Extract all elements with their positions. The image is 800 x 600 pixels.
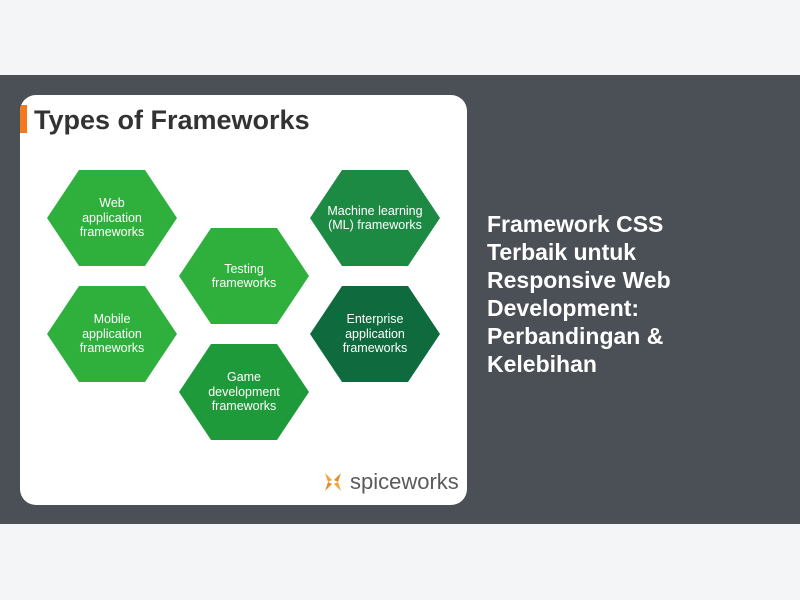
- hexagon-label: Mobile application frameworks: [79, 312, 145, 356]
- brand-name: spiceworks: [350, 469, 459, 494]
- hexagon-machine-learning: Machine learning (ML) frameworks: [310, 170, 440, 266]
- hexagon-label: Game development frameworks: [208, 370, 280, 414]
- title-accent-bar: [20, 105, 27, 133]
- hexagon-label: Machine learning (ML) frameworks: [327, 203, 423, 233]
- hexagon-enterprise-application: Enterprise application frameworks: [310, 286, 440, 382]
- hexagon-mobile-application: Mobile application frameworks: [47, 286, 177, 382]
- hexagon-label: Testing frameworks: [211, 261, 277, 291]
- hexagon-game-development: Game development frameworks: [179, 344, 309, 440]
- spiceworks-icon: [325, 473, 341, 491]
- hexagon-testing: Testing frameworks: [179, 228, 309, 324]
- image-title: Types of Frameworks: [34, 105, 310, 135]
- featured-image[interactable]: Types of Frameworks Web application fram…: [20, 95, 467, 505]
- hexagon-label: Enterprise application frameworks: [342, 312, 408, 356]
- article-title[interactable]: Framework CSS Terbaik untuk Responsive W…: [487, 211, 671, 377]
- hexagon-label: Web application frameworks: [79, 196, 145, 240]
- hexagon-web-application: Web application frameworks: [47, 170, 177, 266]
- spiceworks-logo: spiceworks: [320, 469, 459, 495]
